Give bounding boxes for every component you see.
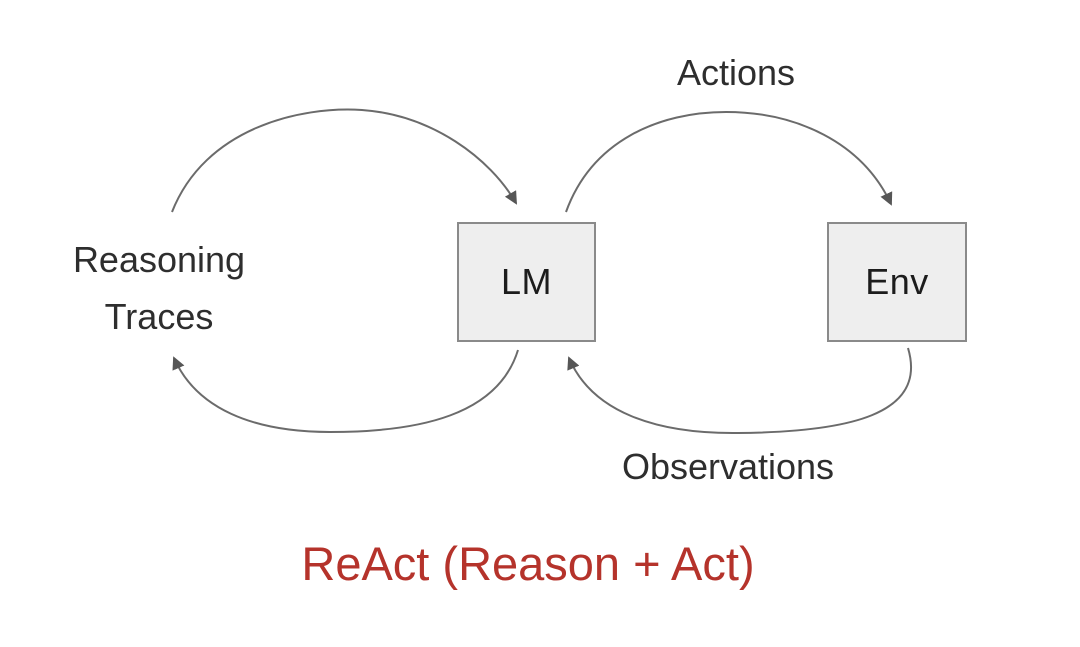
arrow-env-to-lm	[567, 347, 913, 435]
reasoning-traces-label-line1: Reasoning	[72, 239, 246, 280]
actions-label: Actions	[676, 52, 796, 93]
arrow-traces-to-lm	[171, 108, 517, 213]
env-node: Env	[827, 222, 967, 342]
reasoning-traces-label: Reasoning Traces	[29, 231, 289, 345]
env-node-label: Env	[865, 261, 929, 302]
arrow-lm-to-env	[565, 110, 893, 213]
reasoning-traces-label-line2: Traces	[104, 296, 214, 337]
diagram-title: ReAct (Reason + Act)	[301, 537, 755, 590]
lm-node: LM	[457, 222, 596, 342]
observations-label: Observations	[621, 446, 835, 487]
lm-node-label: LM	[500, 261, 552, 302]
arrow-lm-to-traces	[172, 349, 519, 434]
